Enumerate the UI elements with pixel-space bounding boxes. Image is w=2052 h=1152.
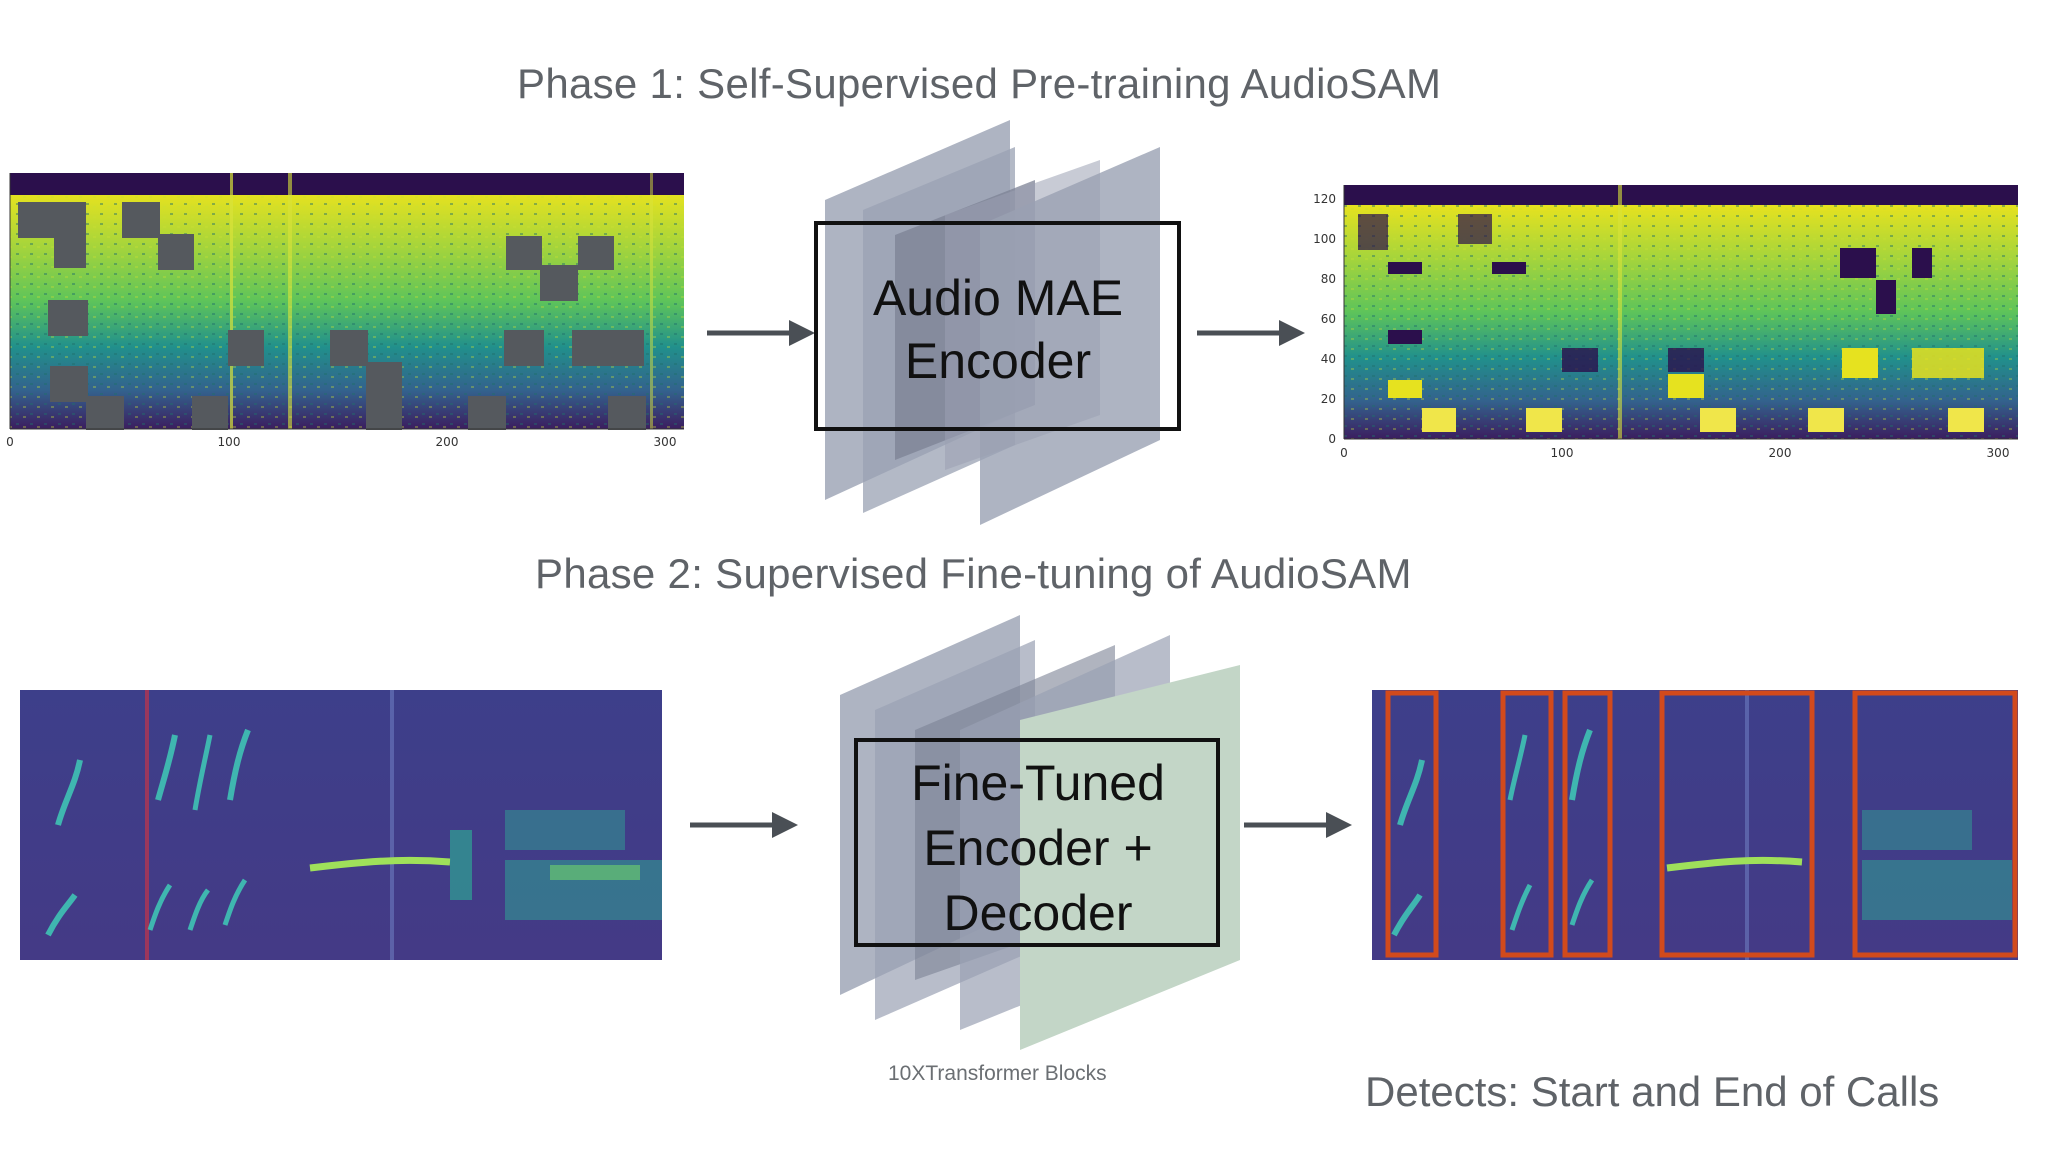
detection-output-spectrogram — [1372, 690, 2018, 960]
detects-caption: Detects: Start and End of Calls — [1365, 1068, 1940, 1115]
output-x-ticks: 0 100 200 300 — [1340, 446, 2009, 460]
masked-input-spectrogram: 0 100 200 300 — [6, 173, 684, 449]
output-y-ticks: 0 20 40 60 80 100 120 — [1313, 192, 1336, 446]
transformer-blocks-caption: 10XTransformer Blocks — [888, 1062, 1107, 1085]
tick-label: 120 — [1313, 192, 1336, 206]
block-label-line2: Encoder + — [923, 820, 1152, 876]
tick-label: 100 — [1313, 232, 1336, 246]
tick-label: 80 — [1321, 272, 1336, 286]
detection-box — [1659, 690, 1815, 958]
block-label-line1: Fine-Tuned — [911, 755, 1165, 811]
arrow-right-icon — [707, 320, 815, 346]
tick-label: 200 — [1769, 446, 1792, 460]
mask-patches — [18, 202, 646, 430]
tick-label: 0 — [6, 435, 14, 449]
phase1-title: Phase 1: Self-Supervised Pre-training Au… — [517, 60, 1442, 107]
decoder-frame — [854, 738, 1220, 947]
fine-tuned-encoder-decoder-block: Fine-Tuned Encoder + Decoder — [840, 615, 1240, 1050]
phase2-title: Phase 2: Supervised Fine-tuning of Audio… — [535, 550, 1412, 597]
arrow-right-icon — [1244, 812, 1352, 838]
detection-box — [1852, 690, 2018, 958]
tick-label: 40 — [1321, 352, 1336, 366]
tick-label: 0 — [1328, 432, 1336, 446]
tick-label: 200 — [436, 435, 459, 449]
tick-label: 100 — [1551, 446, 1574, 460]
detection-box — [1500, 690, 1554, 958]
encoder-frame — [814, 221, 1181, 431]
detection-box — [1385, 690, 1439, 958]
tick-label: 100 — [218, 435, 241, 449]
tick-label: 20 — [1321, 392, 1336, 406]
audio-mae-encoder-block: Audio MAE Encoder — [814, 120, 1181, 525]
input-call-spectrogram — [20, 690, 662, 960]
reconstructed-patches — [1358, 214, 1984, 432]
tick-label: 0 — [1340, 446, 1348, 460]
encoder-label-line1: Audio MAE — [873, 270, 1123, 326]
encoder-label-line2: Encoder — [905, 333, 1091, 389]
block-label-line3: Decoder — [944, 885, 1133, 941]
reconstructed-spectrogram: 0 20 40 60 80 100 120 0 100 200 300 — [1313, 185, 2018, 460]
tick-label: 300 — [654, 435, 677, 449]
tick-label: 60 — [1321, 312, 1336, 326]
arrow-right-icon — [690, 812, 798, 838]
detection-box — [1562, 690, 1613, 958]
detection-boxes — [1385, 690, 2018, 958]
arrow-right-icon — [1197, 320, 1305, 346]
tick-label: 300 — [1987, 446, 2010, 460]
input-x-ticks: 0 100 200 300 — [6, 435, 676, 449]
